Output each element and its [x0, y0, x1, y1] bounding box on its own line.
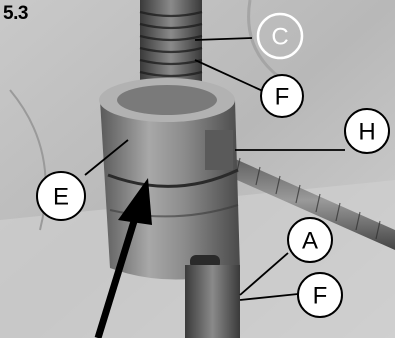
callout-f-top-label: F: [275, 84, 290, 111]
callout-a-label: A: [302, 228, 318, 255]
callout-f-top: F: [260, 74, 304, 118]
callout-a: A: [287, 217, 333, 263]
callout-h: H: [344, 108, 390, 154]
callout-c-label: C: [271, 24, 288, 51]
callout-c: C: [256, 12, 304, 60]
callout-f-bottom-label: F: [313, 283, 328, 310]
lower-shaft: [185, 265, 240, 338]
callout-f-bottom: F: [297, 272, 343, 318]
threaded-rod-h: [210, 150, 395, 250]
callout-e: E: [36, 171, 86, 221]
callout-h-label: H: [358, 119, 375, 146]
callout-e-label: E: [53, 184, 69, 211]
figure-number: 5.3: [3, 3, 28, 24]
black-arrow-icon: [94, 178, 152, 338]
callout-leader-lines: [84, 37, 345, 301]
cylinder-body-e: [99, 78, 240, 280]
